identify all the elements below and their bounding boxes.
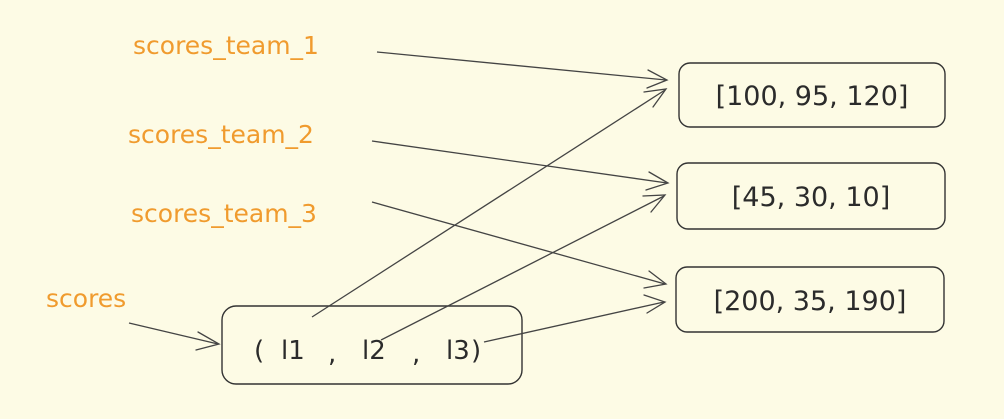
tuple-item-l1: l1 — [281, 336, 305, 366]
tuple-close-paren: ) — [471, 336, 481, 366]
list-box-3 — [675, 266, 945, 333]
tuple-separator-1: , — [328, 339, 336, 369]
arrow-team2-to-list2 — [371, 140, 670, 191]
list-text-3: [200, 35, 190] — [714, 286, 907, 317]
list-box-1 — [678, 62, 946, 128]
arrow-team1-to-list1 — [376, 51, 669, 89]
list-text-1: [100, 95, 120] — [716, 81, 909, 112]
label-scores-team-2: scores_team_2 — [128, 120, 314, 149]
tuple-box — [221, 305, 523, 385]
tuple-open-paren: ( — [254, 336, 264, 366]
arrow-team3-to-list3 — [371, 201, 668, 289]
label-scores-team-3: scores_team_3 — [131, 199, 317, 228]
label-scores: scores — [46, 284, 126, 313]
arrow-scores-to-tuple — [128, 322, 221, 351]
list-text-2: [45, 30, 10] — [732, 182, 890, 213]
label-scores-team-1: scores_team_1 — [133, 31, 319, 60]
arrow-l2-to-list2 — [380, 194, 667, 341]
arrow-l1-to-list1 — [311, 88, 668, 318]
tuple-item-l3: l3 — [446, 336, 470, 366]
list-box-2 — [676, 162, 946, 230]
tuple-separator-2: , — [412, 339, 420, 369]
arrow-l3-to-list3 — [483, 294, 667, 343]
tuple-item-l2: l2 — [362, 336, 386, 366]
